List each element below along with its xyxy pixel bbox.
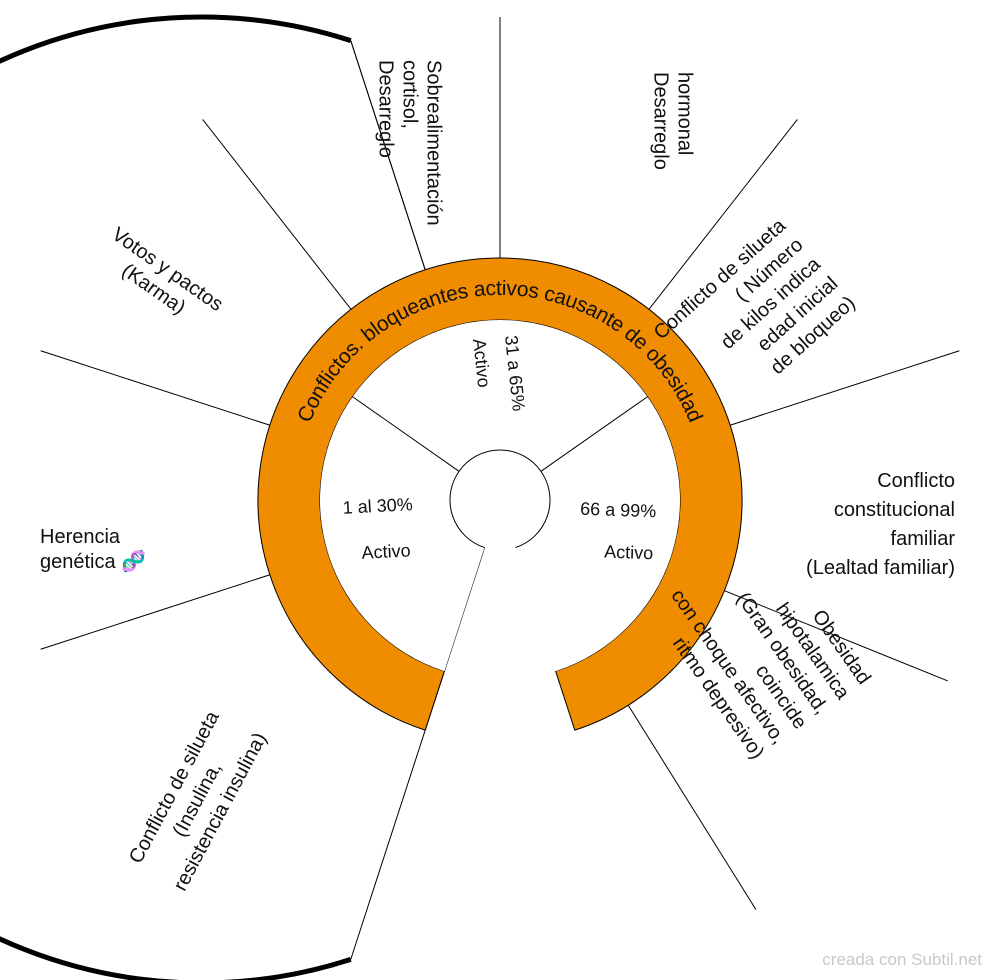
inner-status-label: Activo (361, 540, 411, 563)
inner-range-label: 1 al 30% (342, 494, 413, 518)
segment-label-line: genética 🧬 (40, 549, 146, 573)
inner-divider (540, 396, 648, 472)
segment-label-line: Desarreglo (650, 72, 672, 170)
segment-label-line: Conflicto (877, 470, 955, 492)
segment-label-line: cortisol, (399, 60, 421, 129)
outer-rim (0, 14, 352, 980)
inner-divider (352, 396, 460, 472)
segment-label-line: constitucional (834, 499, 955, 521)
segment-label-line: familiar (891, 528, 956, 550)
segment-conflicto-constitucional: Conflicto constitucional familiar (Lealtad … (806, 470, 955, 579)
segment-label-line: Desarreglo (375, 60, 397, 158)
center-hub (449, 449, 551, 549)
segment-label-line: (Lealtad familiar) (806, 557, 955, 579)
inner-range-label: 66 a 99% (580, 499, 657, 522)
segment-label-line: Herencia (40, 526, 121, 548)
inner-segment-66-99: 66 a 99% Activo (580, 499, 657, 564)
inner-status-label: Activo (604, 542, 654, 564)
inner-area (320, 320, 681, 672)
segment-conflicto-silueta-insulina: Conflicto de silueta(Insulina,resistenci… (125, 707, 271, 895)
segment-votos-pactos: Votos y pactos(Karma) (108, 223, 227, 319)
segment-label-line: hormonal (674, 72, 696, 155)
credit-text: creada con Subtil.net (822, 950, 982, 969)
segment-label-line: Sobrealimentación (423, 60, 445, 226)
inner-segment-1-30: 1 al 30% Activo (342, 494, 413, 563)
